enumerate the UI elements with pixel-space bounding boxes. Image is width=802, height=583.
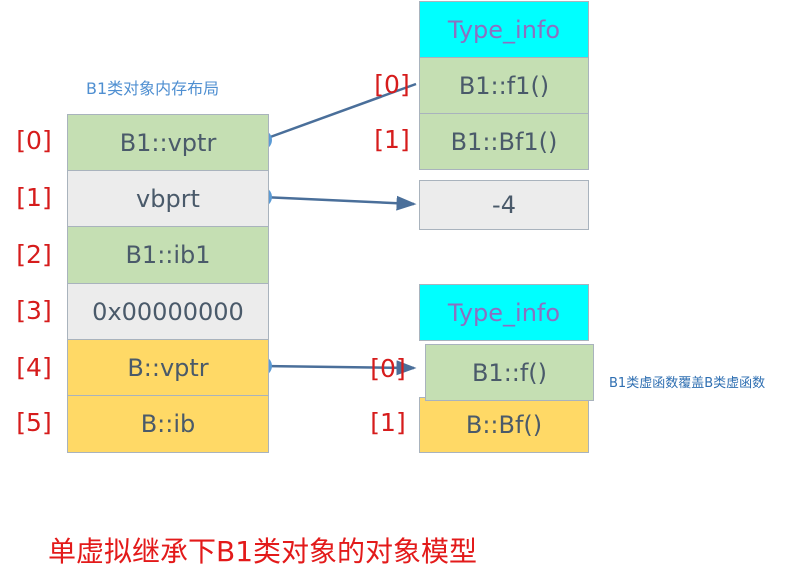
vtable2-entry-0: B1::f() — [425, 344, 594, 401]
object-cell-padding: 0x00000000 — [67, 283, 269, 340]
object-cell-vbprt: vbprt — [67, 170, 269, 227]
vtable1-index-1: [1] — [374, 125, 410, 154]
object-index-5: [5] — [16, 408, 52, 437]
vtable1-entry-1: B1::Bf1() — [419, 113, 589, 170]
object-index-1: [1] — [16, 183, 52, 212]
vtable2-entry-1: B::Bf() — [419, 397, 589, 453]
vptr-to-vtable1-arrow — [261, 82, 417, 142]
vtable2-type-info: Type_info — [419, 284, 589, 341]
vtable2-index-1: [1] — [370, 408, 406, 437]
override-note: B1类虚函数覆盖B类虚函数 — [609, 376, 766, 391]
object-cell-b-ib: B::ib — [67, 395, 269, 453]
vtable1-entry-0: B1::f1() — [419, 57, 589, 114]
vbase-offset-box: -4 — [419, 180, 589, 230]
object-cell-b1-ib1: B1::ib1 — [67, 226, 269, 284]
object-index-4: [4] — [16, 353, 52, 382]
layout-caption: B1类对象内存布局 — [86, 79, 220, 98]
object-index-0: [0] — [16, 126, 52, 155]
vbprt-to-offset-arrow — [261, 195, 417, 211]
diagram-title: 单虚拟继承下B1类对象的对象模型 — [48, 535, 478, 568]
object-cell-b-vptr: B::vptr — [67, 339, 269, 396]
object-cell-b1-vptr: B1::vptr — [67, 114, 269, 171]
vtable1-index-0: [0] — [374, 70, 410, 99]
vtable2-index-0: [0] — [370, 354, 406, 383]
vtable1-type-info: Type_info — [419, 1, 589, 58]
object-index-2: [2] — [16, 240, 52, 269]
object-index-3: [3] — [16, 296, 52, 325]
bvptr-to-vtable2-arrow — [261, 360, 417, 376]
